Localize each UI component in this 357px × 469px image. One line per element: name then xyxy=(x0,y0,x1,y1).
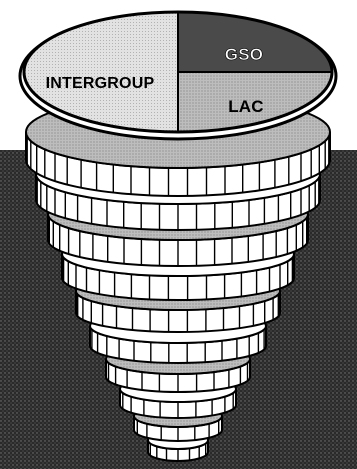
lac-label: LAC xyxy=(228,97,264,116)
gso-label: GSO xyxy=(225,45,263,64)
intergroup-label: INTERGROUP xyxy=(46,75,155,92)
coin-stack xyxy=(25,95,331,462)
